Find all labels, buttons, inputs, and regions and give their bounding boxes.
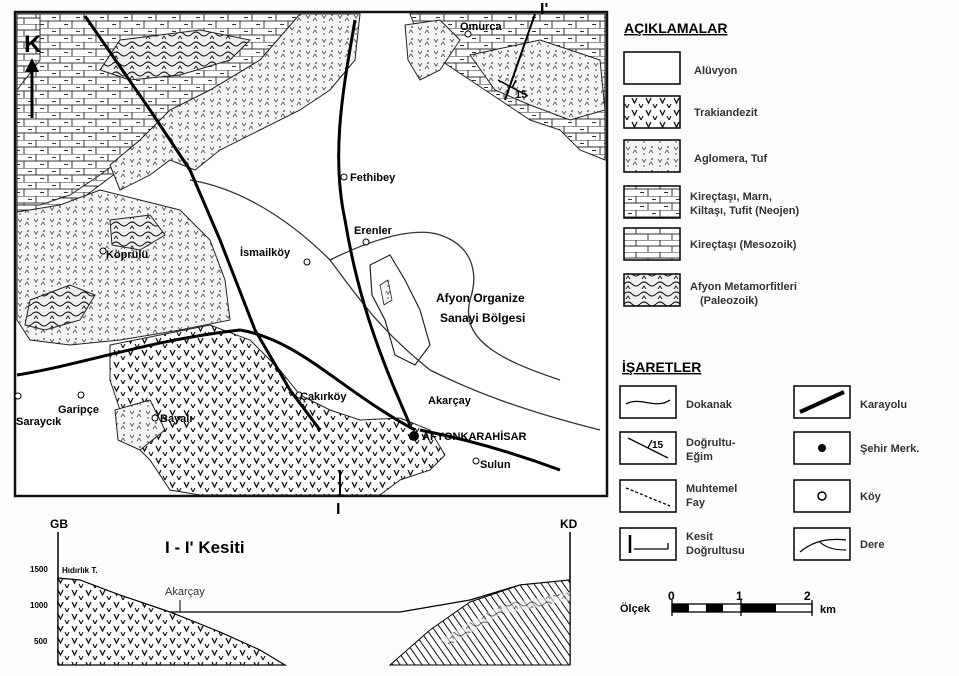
highway-east: [419, 428, 561, 472]
place-omurca: Ömurca: [460, 20, 502, 33]
svg-text:Fay: Fay: [686, 497, 706, 509]
highway-northwest: [83, 15, 322, 431]
north-label: K: [24, 31, 42, 58]
section-trachyandesite: [57, 577, 288, 666]
unit-metamorphic-nw: [99, 29, 252, 81]
legend-unit-agglomerate: Aglomera, Tuf: [623, 139, 767, 173]
section-gb: GB: [50, 517, 68, 531]
svg-text:Aglomera, Tuf: Aglomera, Tuf: [694, 153, 767, 165]
place-garipce: Garipçe: [58, 404, 99, 416]
legend-unit-metamorphic: Afyon Metamorfitleri (Paleozoik): [623, 273, 797, 307]
stream-akarcay: [189, 179, 601, 431]
section-start-label: I: [336, 501, 340, 518]
place-akarcay: Akarçay: [428, 395, 472, 407]
legend: AÇIKLAMALAR Alüvyon Trakiandezit Aglomer…: [619, 20, 919, 616]
scale-tick-0: 0: [668, 589, 675, 603]
legend-symbol-fault: Muhtemel Fay: [619, 479, 737, 513]
legend-symbol-highway: Karayolu: [793, 385, 907, 419]
place-osb-2: Sanayi Bölgesi: [440, 311, 525, 325]
place-saraycik: Saraycık: [16, 416, 62, 428]
svg-text:Kireçtaşı (Mesozoik): Kireçtaşı (Mesozoik): [690, 239, 797, 251]
section-kd: KD: [560, 517, 578, 531]
svg-text:Dere: Dere: [860, 539, 884, 551]
legend-unit-limestone: Kireçtaşı (Mesozoik): [623, 227, 797, 261]
legend-symbol-strike: 15 Doğrultu- Eğim: [619, 431, 736, 465]
elev-500: 500: [34, 637, 48, 646]
scale-label: Ölçek: [620, 602, 651, 615]
place-fethibey: Fethibey: [350, 172, 396, 184]
section-river-label: Akarçay: [165, 586, 205, 598]
osb-inner-outcrop: [379, 279, 393, 306]
place-erenler: Erenler: [354, 225, 393, 237]
svg-text:Dokanak: Dokanak: [686, 399, 733, 411]
section-peak-label: Hıdırlık T.: [62, 566, 98, 575]
svg-text:Köy: Köy: [860, 491, 882, 503]
place-ismailkoy: İsmailköy: [240, 246, 291, 259]
svg-text:Alüvyon: Alüvyon: [694, 65, 738, 77]
stream-erenler: [329, 231, 561, 381]
scale-tick-1: 1: [736, 589, 743, 603]
svg-text:Muhtemel: Muhtemel: [686, 483, 737, 495]
svg-text:Doğrultu-: Doğrultu-: [686, 437, 736, 449]
legend-unit-neogene: Kireçtaşı, Marn, Kiltaşı, Tufit (Neojen): [623, 185, 800, 219]
place-bayali: Bayalı: [160, 413, 192, 425]
north-arrow: K: [24, 31, 42, 118]
svg-text:15: 15: [652, 440, 664, 451]
legend-symbol-stream: Dere: [793, 527, 884, 561]
legend-symbol-section-line: Kesit Doğrultusu: [619, 527, 745, 561]
legend-unit-alluvium: Alüvyon: [623, 51, 738, 85]
symbols-title: İŞARETLER: [622, 359, 701, 375]
legend-symbol-contact: Dokanak: [619, 385, 733, 419]
scale-tick-2: 2: [804, 589, 811, 603]
highway-north: [337, 19, 412, 426]
geologic-map: K 15 I' I Ömurca Fethibey Erenler İsmail…: [13, 1, 609, 518]
legend-unit-trachyandesite: Trakiandezit: [623, 95, 758, 129]
unit-metamorphic-west: [24, 284, 96, 331]
unit-agglomerate-south: [114, 399, 166, 451]
dip-symbol: 15: [497, 79, 529, 101]
section-end-label: I': [540, 1, 548, 18]
legend-symbol-village: Köy: [793, 479, 882, 513]
legend-title: AÇIKLAMALAR: [624, 20, 727, 36]
svg-text:Eğim: Eğim: [686, 451, 713, 463]
legend-symbol-city: Şehir Merk.: [793, 431, 919, 465]
place-sulun: Sulun: [480, 459, 511, 471]
svg-text:Doğrultusu: Doğrultusu: [686, 545, 745, 557]
unit-agglomerate-northeast: [469, 39, 606, 121]
svg-text:Trakiandezit: Trakiandezit: [694, 107, 758, 119]
elev-1500: 1500: [30, 565, 48, 574]
svg-text:Şehir Merk.: Şehir Merk.: [860, 443, 919, 455]
unit-metamorphic-koprulu: [109, 214, 166, 251]
elev-1000: 1000: [30, 601, 48, 610]
svg-text:Kireçtaşı, Marn,: Kireçtaşı, Marn,: [690, 191, 772, 203]
svg-text:(Paleozoik): (Paleozoik): [700, 295, 758, 307]
place-koprulu: Köprülü: [106, 249, 148, 261]
svg-text:Karayolu: Karayolu: [860, 399, 907, 411]
svg-text:Kiltaşı, Tufit (Neojen): Kiltaşı, Tufit (Neojen): [690, 205, 800, 217]
place-labels: Ömurca Fethibey Erenler İsmailköy Köprül…: [14, 20, 527, 471]
place-afyonkarahisar: AFYONKARAHİSAR: [422, 430, 527, 443]
unit-agglomerate-omurca: [404, 19, 461, 81]
svg-text:Kesit: Kesit: [686, 531, 713, 543]
scale-bar: Ölçek 0 1 2 km: [620, 589, 836, 616]
dip-value: 15: [515, 89, 527, 101]
highway-west: [16, 328, 416, 432]
svg-text:Afyon Metamorfitleri: Afyon Metamorfitleri: [690, 281, 797, 293]
place-cakirkoy: Çakırköy: [300, 391, 347, 403]
place-osb-1: Afyon Organize: [436, 291, 525, 305]
cross-section: GB KD I - I' Kesiti 1500 1000 500 Hıdırl…: [30, 517, 578, 666]
section-title: I - I' Kesiti: [165, 538, 245, 557]
scale-unit: km: [820, 604, 836, 616]
